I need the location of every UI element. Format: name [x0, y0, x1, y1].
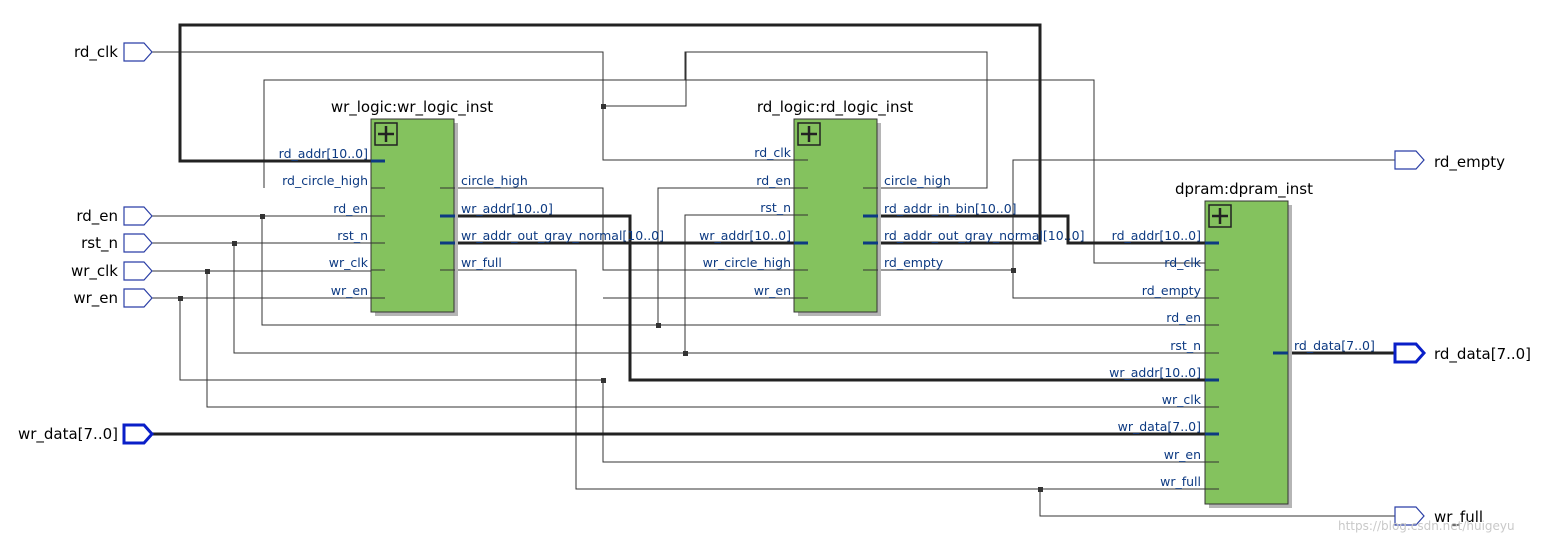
pin-label: rd_en: [1166, 310, 1201, 325]
net-wr-clk: [152, 270, 1205, 408]
block-title: rd_logic:rd_logic_inst: [757, 98, 913, 117]
output-port-rd-empty[interactable]: rd_empty: [1394, 150, 1505, 172]
port-label: rd_en: [76, 207, 118, 226]
input-port-wr-clk[interactable]: wr_clk: [71, 261, 153, 281]
input-port-icon: [123, 261, 153, 281]
pin-label: wr_en: [754, 283, 791, 298]
bus-wr-addr: [455, 214, 1205, 382]
input-port-icon: [123, 206, 153, 226]
port-label: rst_n: [81, 234, 118, 253]
pin-label: wr_en: [1164, 447, 1201, 462]
block-rd-logic[interactable]: rd_logic:rd_logic_inst rd_clk rd_en rst_…: [699, 98, 1084, 316]
pin-label: wr_circle_high: [703, 255, 791, 270]
net-rd-empty: [878, 159, 1395, 299]
expand-icon[interactable]: [1208, 204, 1232, 228]
output-port-icon: [1394, 506, 1425, 526]
net-rd-circle-high: [263, 51, 1094, 189]
port-label: wr_en: [73, 289, 118, 308]
pin-label: rst_n: [760, 200, 791, 215]
output-port-icon: [1394, 150, 1425, 170]
expand-icon[interactable]: [797, 122, 821, 146]
pin-label: wr_en: [331, 283, 368, 298]
pin-label: wr_data[7..0]: [1118, 419, 1201, 434]
junctions: [178, 104, 1043, 492]
junction-dot: [601, 104, 606, 109]
pin-label: rd_addr[10..0]: [279, 146, 368, 161]
pin-label: rst_n: [1170, 338, 1201, 353]
input-port-icon: [123, 233, 153, 253]
top-outputs: rd_empty rd_data[7..0] wr_full: [1393, 150, 1531, 527]
port-label: rd_clk: [74, 43, 118, 62]
block-wr-logic[interactable]: wr_logic:wr_logic_inst rd_addr[10..0] rd…: [279, 98, 664, 316]
pin-label: rd_addr_in_bin[10..0]: [884, 201, 1017, 216]
port-label: wr_full: [1434, 508, 1483, 527]
pin-label: wr_addr_out_gray_normal[10..0]: [461, 228, 664, 243]
port-label: rd_data[7..0]: [1434, 345, 1531, 364]
pin-label: rd_en: [333, 201, 368, 216]
pin-label: wr_full: [1160, 474, 1201, 489]
port-label: rd_empty: [1434, 153, 1505, 172]
input-port-rd-en[interactable]: rd_en: [76, 206, 153, 226]
pin-label: rd_en: [756, 173, 791, 188]
input-port-rd-clk[interactable]: rd_clk: [74, 42, 153, 62]
bus-rd-addr-gray: [178, 23, 1042, 245]
block-title: wr_logic:wr_logic_inst: [331, 98, 493, 117]
output-port-wr-full[interactable]: wr_full: [1394, 506, 1483, 527]
junction-dot: [205, 269, 210, 274]
pin-label: rd_clk: [754, 145, 791, 160]
junction-dot: [683, 351, 688, 356]
junction-dot: [260, 214, 265, 219]
port-label: wr_clk: [71, 262, 118, 281]
expand-icon[interactable]: [374, 122, 398, 146]
input-port-wr-en[interactable]: wr_en: [73, 288, 153, 308]
top-inputs: rd_clk rd_en rst_n wr_clk wr_en wr_data[…: [18, 42, 155, 445]
block-title: dpram:dpram_inst: [1175, 180, 1313, 199]
watermark: https://blog.csdn.net/huigeyu: [1338, 519, 1515, 533]
output-port-icon: [1393, 342, 1427, 364]
input-port-icon: [123, 288, 153, 308]
pin-label: rd_addr[10..0]: [1112, 228, 1201, 243]
pin-label: wr_clk: [1162, 392, 1202, 407]
junction-dot: [232, 241, 237, 246]
pin-label: rst_n: [337, 228, 368, 243]
block-dpram[interactable]: dpram:dpram_inst rd_addr[10..0] rd_clk r…: [1109, 180, 1375, 508]
junction-dot: [656, 323, 661, 328]
input-port-wr-data[interactable]: wr_data[7..0]: [18, 423, 155, 445]
net-rd-en: [152, 187, 1205, 326]
junction-dot: [1038, 487, 1043, 492]
pin-label: wr_full: [461, 255, 502, 270]
pin-label: wr_clk: [329, 255, 369, 270]
pin-label: wr_addr[10..0]: [461, 201, 553, 216]
net-rst-n: [152, 214, 1205, 354]
pin-label: rd_circle_high: [282, 173, 368, 188]
pin-label: circle_high: [884, 173, 951, 188]
pin-label: wr_addr[10..0]: [699, 228, 791, 243]
pin-label: rd_data[7..0]: [1294, 338, 1375, 353]
junction-dot: [1011, 268, 1016, 273]
junction-dot: [178, 296, 183, 301]
pin-label: rd_addr_out_gray_normal[10..0]: [884, 228, 1084, 243]
pin-label: wr_addr[10..0]: [1109, 365, 1201, 380]
pin-label: rd_empty: [884, 255, 944, 270]
junction-dot: [601, 378, 606, 383]
port-label: wr_data[7..0]: [18, 425, 118, 444]
net-wr-full: [455, 269, 1395, 517]
input-port-rst-n[interactable]: rst_n: [81, 233, 153, 253]
bus-rd-addr-bin: [878, 214, 1205, 245]
output-port-rd-data[interactable]: rd_data[7..0]: [1393, 342, 1531, 364]
pin-label: rd_clk: [1164, 255, 1201, 270]
pin-label: rd_empty: [1142, 283, 1202, 298]
input-port-icon: [123, 42, 153, 62]
input-port-icon: [122, 423, 155, 445]
pin-label: circle_high: [461, 173, 528, 188]
net-wr-circle-high: [455, 187, 795, 271]
